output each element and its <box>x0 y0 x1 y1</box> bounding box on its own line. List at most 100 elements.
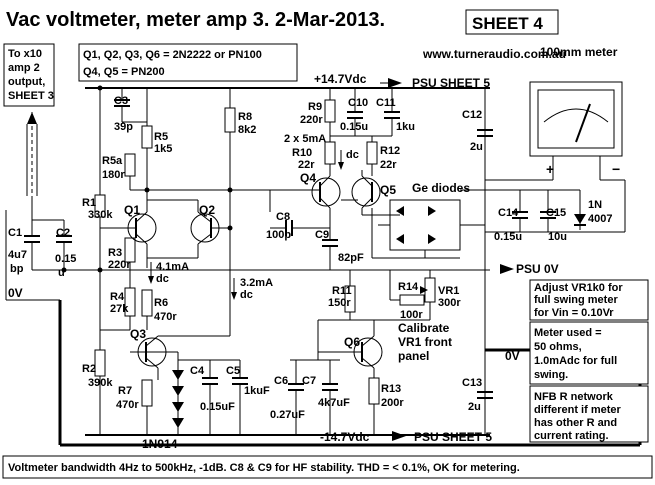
resistor-r14 <box>399 294 425 306</box>
meter-plus: + <box>546 161 554 177</box>
label-q6: Q6 <box>344 335 360 349</box>
input-note: To x10 amp 2 output, SHEET 3 <box>8 48 54 102</box>
label-current-q4q5: 2 x 5mA <box>284 133 326 145</box>
label-current-q3-unit: dc <box>240 289 253 301</box>
label-current-q4-unit: dc <box>346 149 359 161</box>
label-current-q2: 4.1mA <box>156 261 189 273</box>
negative-rail-label: -14.7Vdc <box>320 430 370 444</box>
label-meter: 100mm meter <box>540 45 618 59</box>
resistor-r5 <box>141 125 153 149</box>
ge-diode-1-icon <box>396 206 404 216</box>
capacitor-c12 <box>477 129 493 137</box>
transistor-note-box <box>78 43 298 82</box>
transistor-q4 <box>300 175 341 209</box>
cable-shield <box>26 124 38 196</box>
transistor-note: Q1, Q2, Q3, Q6 = 2N2222 or PN100 Q4, Q5 … <box>83 49 265 78</box>
label-ge-diodes: Ge diodes <box>412 181 470 195</box>
positive-rail-label: +14.7Vdc <box>314 72 367 86</box>
diode-1n4007-icon <box>574 214 586 224</box>
meter-used-note-box <box>529 321 649 385</box>
resistor-r9 <box>324 99 336 123</box>
zero-label-right: 0V <box>505 349 520 363</box>
label-q2: Q2 <box>199 203 215 217</box>
capacitor-c6 <box>288 360 304 435</box>
diode-bridge <box>389 199 461 251</box>
label-c11: C111ku <box>376 97 415 133</box>
capacitor-c14 <box>512 190 528 232</box>
transistor-q6 <box>318 335 383 369</box>
label-1n914: 1N914 <box>142 437 178 451</box>
zero-label-left: 0V <box>8 286 23 300</box>
meter-scale-icon <box>543 108 609 123</box>
current-arrow-icon <box>148 276 154 284</box>
schematic-title: Vac voltmeter, meter amp 3. 2-Mar-2013. <box>6 9 385 31</box>
capacitor-c15 <box>540 190 556 232</box>
resistor-r12 <box>366 141 378 165</box>
nfb-note-box <box>529 385 649 443</box>
zero-rail-ref: PSU 0V <box>516 262 559 276</box>
label-q1: Q1 <box>124 203 140 217</box>
footer-box <box>2 455 653 479</box>
label-current-q2-unit: dc <box>156 273 169 285</box>
capacitor-c7 <box>322 360 338 435</box>
ge-diode-3-icon <box>396 234 404 244</box>
transistor-q2 <box>190 211 230 245</box>
resistor-r5a <box>124 153 136 177</box>
meter-minus: − <box>612 161 620 177</box>
footer-note: Voltmeter bandwidth 4Hz to 500kHz, -1dB.… <box>8 462 520 474</box>
meter-face <box>537 89 615 149</box>
capacitor-c5 <box>232 360 248 435</box>
input-note-box <box>3 43 55 107</box>
capacitor-c13 <box>477 391 493 399</box>
sheet-box <box>465 9 559 35</box>
current-arrow-q3-icon <box>231 292 237 300</box>
label-q5: Q5 <box>380 183 396 197</box>
label-q4: Q4 <box>300 171 316 185</box>
capacitor-c1 <box>24 235 40 270</box>
vr1-wiper-icon <box>420 286 428 294</box>
meter-used-note: Meter used = 50 ohms, 1.0mAdc for full s… <box>534 327 620 381</box>
resistor-r6 <box>141 289 153 317</box>
resistor-r2 <box>94 349 106 377</box>
capacitor-c4 <box>202 360 218 435</box>
transistor-q1 <box>127 211 157 245</box>
negative-rail-ref: PSU SHEET 5 <box>414 430 492 444</box>
adjust-note-box <box>529 279 649 321</box>
nfb-note: NFB R network different if meter has oth… <box>534 391 624 442</box>
label-c9: C982pF <box>315 229 364 264</box>
ge-diode-2-icon <box>428 206 436 216</box>
resistor-r7 <box>141 379 153 407</box>
capacitor-c11 <box>384 88 400 136</box>
label-current-q3: 3.2mA <box>240 277 273 289</box>
ge-diode-4-icon <box>428 234 436 244</box>
resistor-r8 <box>224 107 236 133</box>
resistor-r10 <box>324 141 336 165</box>
capacitor-c2 <box>56 220 72 270</box>
